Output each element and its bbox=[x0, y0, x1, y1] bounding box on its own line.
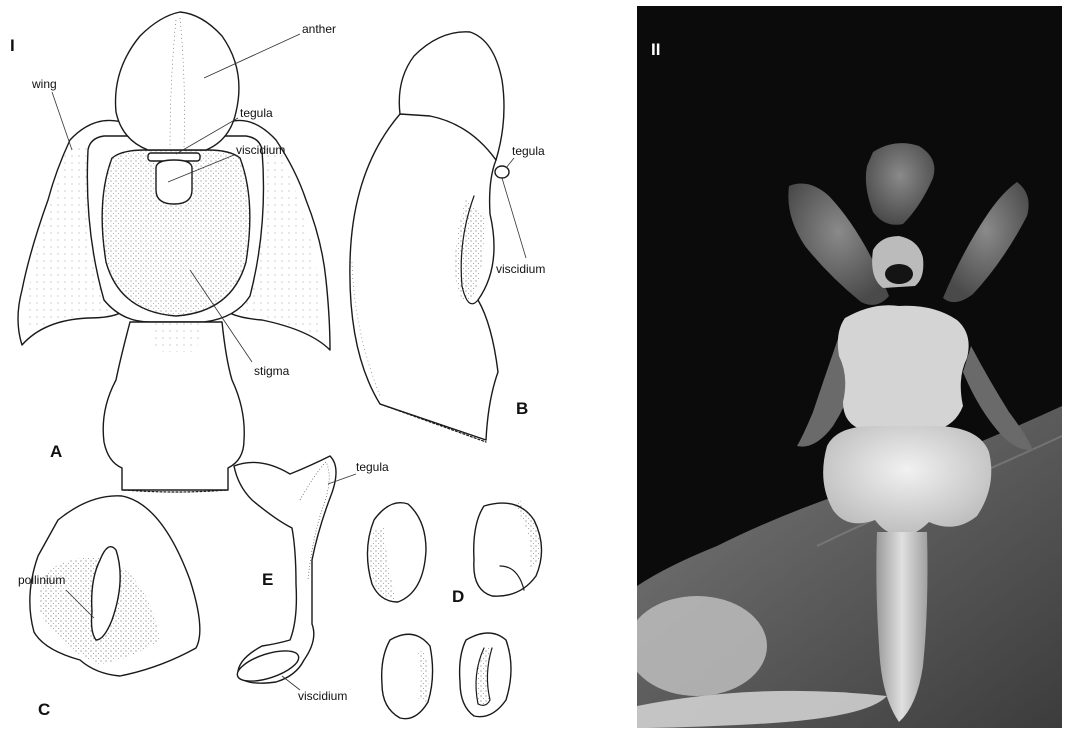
leader-tegula-b bbox=[506, 158, 514, 168]
drawing-panel: I bbox=[0, 0, 630, 732]
figure-letter-a: A bbox=[50, 442, 62, 461]
figure-letter-e: E bbox=[262, 570, 273, 589]
anther-cap bbox=[116, 12, 239, 150]
figure-e-pollinarium bbox=[234, 456, 356, 690]
tegula-side bbox=[495, 166, 509, 178]
figure-letter-d: D bbox=[452, 587, 464, 606]
photo-panel: II bbox=[637, 6, 1062, 728]
orchid-photo: II bbox=[637, 6, 1062, 728]
callout-pollinium: pollinium bbox=[18, 573, 65, 587]
leader-wing-a bbox=[52, 92, 72, 150]
figure-a-column-front bbox=[18, 12, 330, 492]
lip-lobes bbox=[823, 426, 991, 536]
callout-viscidium-a: viscidium bbox=[236, 143, 285, 157]
callout-tegula-b: tegula bbox=[512, 144, 545, 158]
callout-tegula-e: tegula bbox=[356, 460, 389, 474]
callout-stigma: stigma bbox=[254, 364, 290, 378]
column-neck-stipple bbox=[150, 322, 202, 352]
stipe-e bbox=[234, 456, 336, 683]
figure-b-column-side bbox=[350, 32, 526, 442]
panel-label-ii: II bbox=[651, 40, 660, 59]
callout-wing: wing bbox=[31, 77, 57, 91]
callout-viscidium-e: viscidium bbox=[298, 689, 347, 703]
callout-anther: anther bbox=[302, 22, 336, 36]
lip-upper bbox=[838, 305, 969, 430]
panel-label-i: I bbox=[10, 36, 15, 55]
figure-d-pollinia bbox=[367, 500, 541, 719]
figure-letter-b: B bbox=[516, 399, 528, 418]
leader-viscidium-e bbox=[282, 676, 300, 690]
viscidium bbox=[156, 160, 192, 204]
callout-viscidium-b: viscidium bbox=[496, 262, 545, 276]
leader-viscidium-b bbox=[502, 178, 526, 258]
figure-letter-c: C bbox=[38, 700, 50, 719]
callout-tegula-a: tegula bbox=[240, 106, 273, 120]
stigma-opening bbox=[885, 264, 913, 284]
